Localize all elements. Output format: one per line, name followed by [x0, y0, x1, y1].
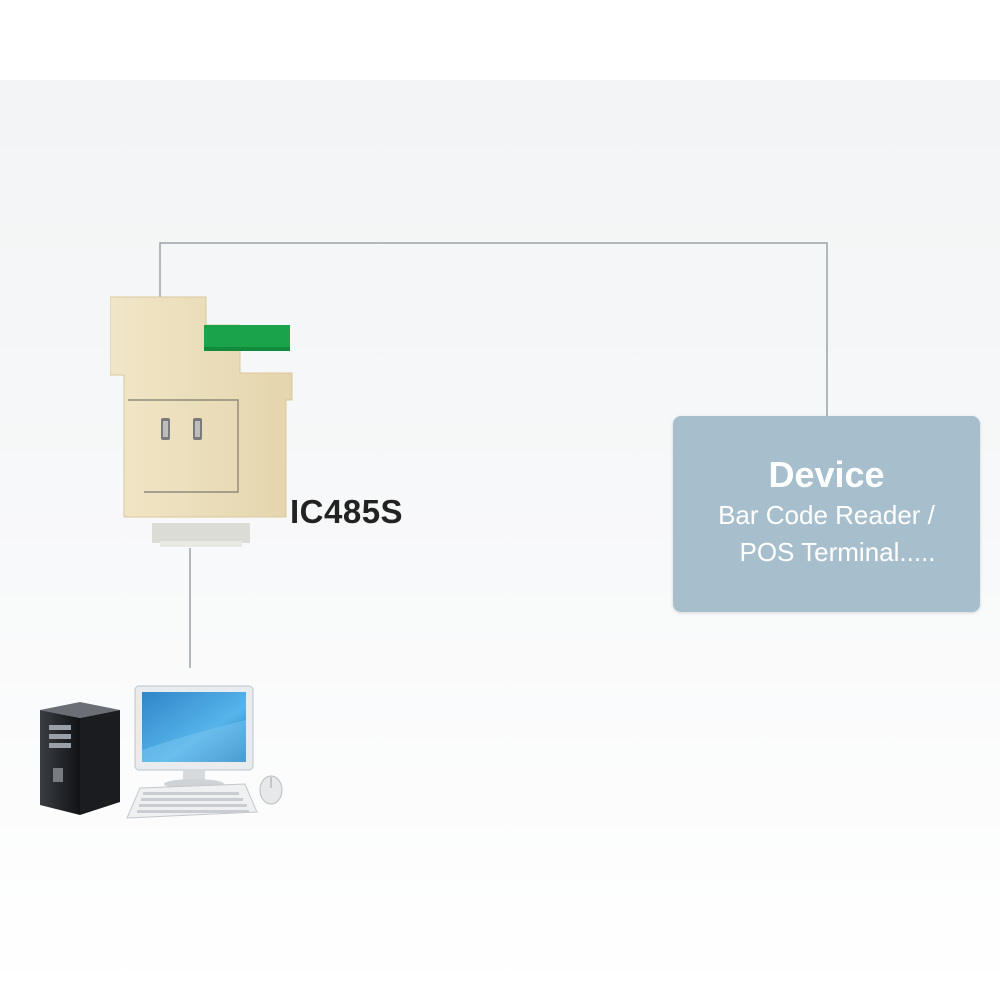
device-box: Device Bar Code Reader / POS Terminal...…: [673, 416, 980, 612]
device-title: Device: [768, 454, 885, 495]
pc-tower-icon: [40, 702, 120, 815]
adapter-model-label: IC485S: [290, 493, 404, 530]
device-description-line2: POS Terminal.....: [739, 537, 936, 567]
monitor-icon: [134, 685, 254, 789]
device-description-line1: Bar Code Reader /: [718, 500, 935, 530]
rs485-adapter-icon: [110, 296, 293, 547]
mouse-icon: [259, 775, 283, 805]
computer-icon: [40, 685, 283, 819]
adapter-to-device-wire: [159, 242, 828, 416]
keyboard-icon: [126, 783, 258, 819]
